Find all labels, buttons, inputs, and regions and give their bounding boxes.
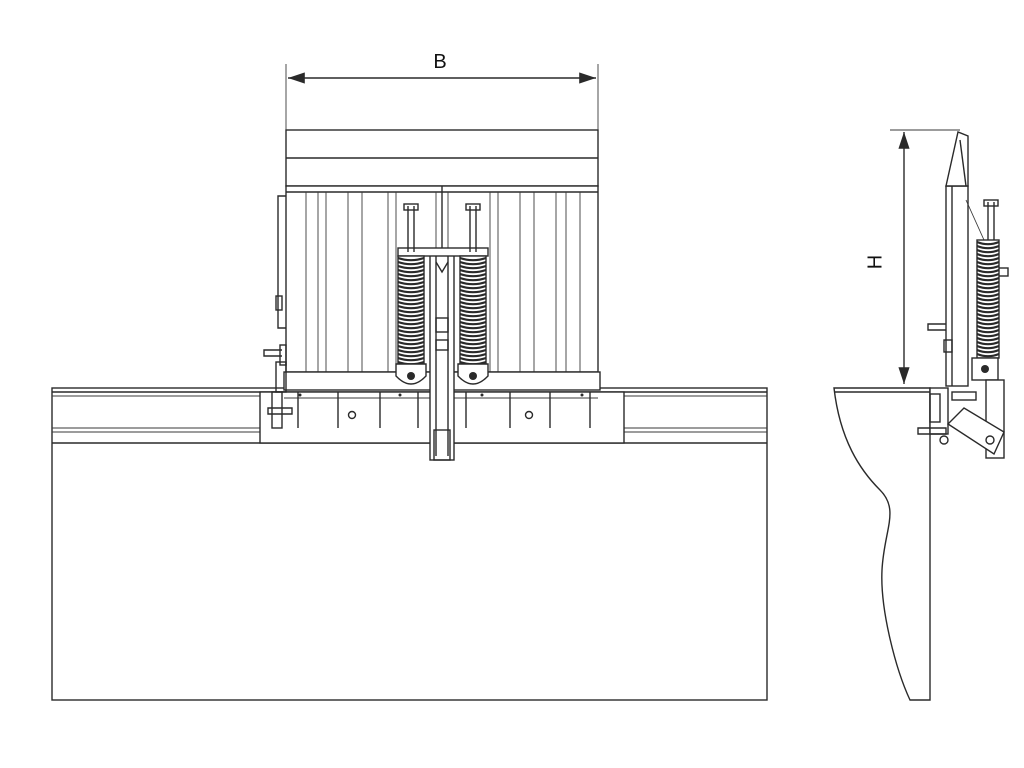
- lip-plate: [285, 129, 599, 187]
- height-dimension: H: [864, 129, 960, 384]
- side-view-spring: [976, 239, 1000, 359]
- side-view-handle: [927, 323, 953, 353]
- spring-mounts: [395, 363, 489, 385]
- width-dimension: B: [285, 51, 599, 130]
- frame-lugs: [297, 392, 591, 428]
- spring-crossbar: [397, 247, 489, 257]
- central-rod: [429, 186, 455, 461]
- side-view: H: [833, 129, 1009, 701]
- side-view-hinge: [917, 387, 1005, 456]
- wall-section: [833, 387, 931, 701]
- side-view-spring-assembly: [965, 199, 1009, 277]
- side-handle: [263, 195, 293, 429]
- side-deck: [945, 131, 969, 387]
- height-dimension-label: H: [864, 255, 886, 269]
- compression-spring-right: [459, 255, 487, 367]
- tension-rods: [403, 203, 481, 252]
- width-dimension-label: B: [433, 51, 446, 73]
- front-view: B: [51, 51, 768, 701]
- compression-spring-left: [397, 255, 425, 367]
- frame-bolts: [298, 393, 584, 420]
